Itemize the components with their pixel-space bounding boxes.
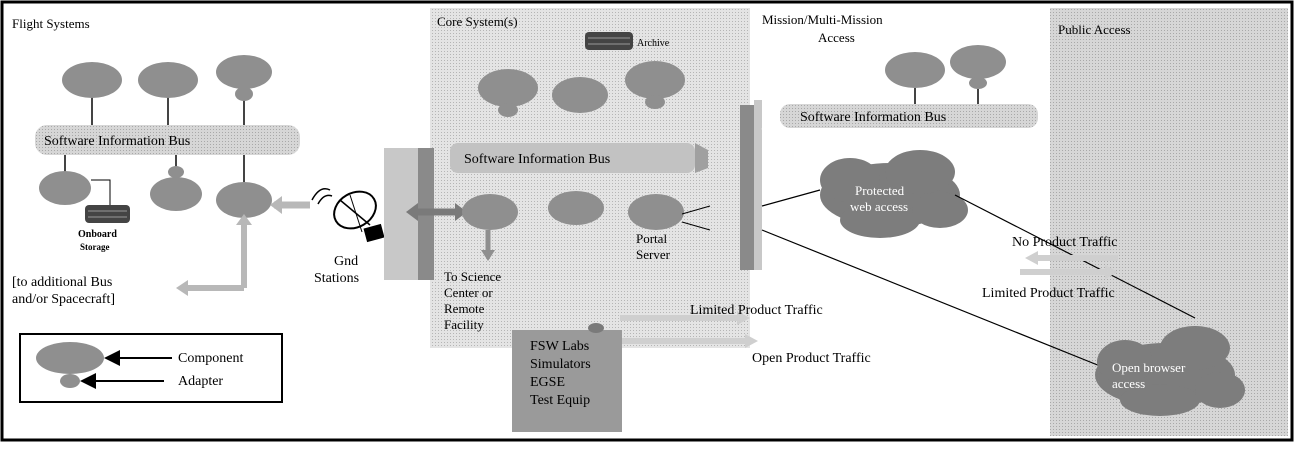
science-label-4: Facility — [444, 317, 484, 332]
gnd-label-2: Stations — [314, 271, 359, 286]
public-access-title: Public Access — [1058, 22, 1131, 37]
satellite-dish-icon — [311, 188, 385, 243]
limited-traffic-right-label: Limited Product Traffic — [982, 286, 1115, 301]
flight-bus — [35, 125, 300, 155]
flight-component-6 — [216, 182, 272, 218]
legend-adapter-label: Adapter — [178, 374, 223, 389]
core-region — [430, 8, 750, 348]
science-label-3: Remote — [444, 301, 485, 316]
fsw-label-3: EGSE — [530, 375, 565, 390]
open-browser-label-2: access — [1112, 376, 1145, 391]
flight-component-3 — [216, 55, 272, 89]
fsw-label-4: Test Equip — [530, 393, 590, 408]
science-label-1: To Science — [444, 269, 501, 284]
gnd-label-1: Gnd — [334, 254, 358, 269]
legend-component-label: Component — [178, 351, 243, 366]
onboard-label-2: Storage — [80, 242, 110, 252]
core-component-4 — [462, 194, 518, 230]
protected-web-cloud — [820, 150, 968, 238]
legend-adapter-icon — [60, 374, 80, 388]
mission-component-1 — [885, 52, 945, 88]
archive-icon — [585, 32, 633, 50]
legend-component-icon — [36, 342, 104, 374]
protected-label-2: web access — [850, 199, 908, 214]
mission-adapter-2 — [969, 77, 987, 89]
flight-component-1 — [62, 62, 122, 98]
core-component-3 — [625, 61, 685, 99]
limited-traffic-mid-label: Limited Product Traffic — [690, 303, 823, 318]
core-systems-title: Core System(s) — [437, 14, 518, 29]
firewall-slab-light — [754, 100, 762, 270]
mission-title-line1: Mission/Multi-Mission — [762, 12, 883, 27]
mission-bus — [780, 104, 1038, 128]
onboard-label-1: Onboard — [78, 229, 117, 240]
portal-server-component — [628, 194, 684, 230]
core-component-1 — [478, 69, 538, 107]
flight-component-2 — [138, 62, 198, 98]
portal-label-2: Server — [636, 247, 671, 262]
flight-adapter-3 — [235, 87, 253, 101]
portal-label-1: Portal — [636, 231, 667, 246]
open-traffic-label: Open Product Traffic — [752, 351, 871, 366]
archive-label: Archive — [637, 38, 670, 49]
fsw-label-2: Simulators — [530, 357, 591, 372]
core-bus-label: Software Information Bus — [464, 152, 610, 167]
no-product-label: No Product Traffic — [1012, 235, 1118, 250]
core-bus — [450, 143, 695, 173]
firewall-slab-dark — [740, 105, 754, 270]
flight-component-5 — [150, 177, 202, 211]
mission-bus-label: Software Information Bus — [800, 110, 946, 125]
mission-title-line2: Access — [818, 30, 855, 45]
core-component-2 — [552, 77, 608, 113]
fsw-labs-box — [512, 330, 622, 432]
flight-component-4 — [39, 171, 91, 205]
flight-adapter-5 — [168, 166, 184, 178]
core-adapter-3 — [645, 95, 665, 109]
additional-bus-line2: and/or Spacecraft] — [12, 292, 115, 307]
open-browser-label-1: Open browser — [1112, 360, 1186, 375]
core-component-5 — [548, 191, 604, 225]
flight-systems-title: Flight Systems — [12, 16, 90, 31]
core-adapter-1 — [498, 103, 518, 117]
flight-bus-label: Software Information Bus — [44, 134, 190, 149]
protected-label-1: Protected — [855, 183, 905, 198]
open-browser-cloud — [1095, 326, 1245, 416]
fsw-label-1: FSW Labs — [530, 339, 589, 354]
onboard-storage-icon — [85, 205, 130, 223]
additional-bus-line1: [to additional Bus — [12, 275, 112, 290]
science-label-2: Center or — [444, 285, 493, 300]
mission-component-2 — [950, 45, 1006, 79]
